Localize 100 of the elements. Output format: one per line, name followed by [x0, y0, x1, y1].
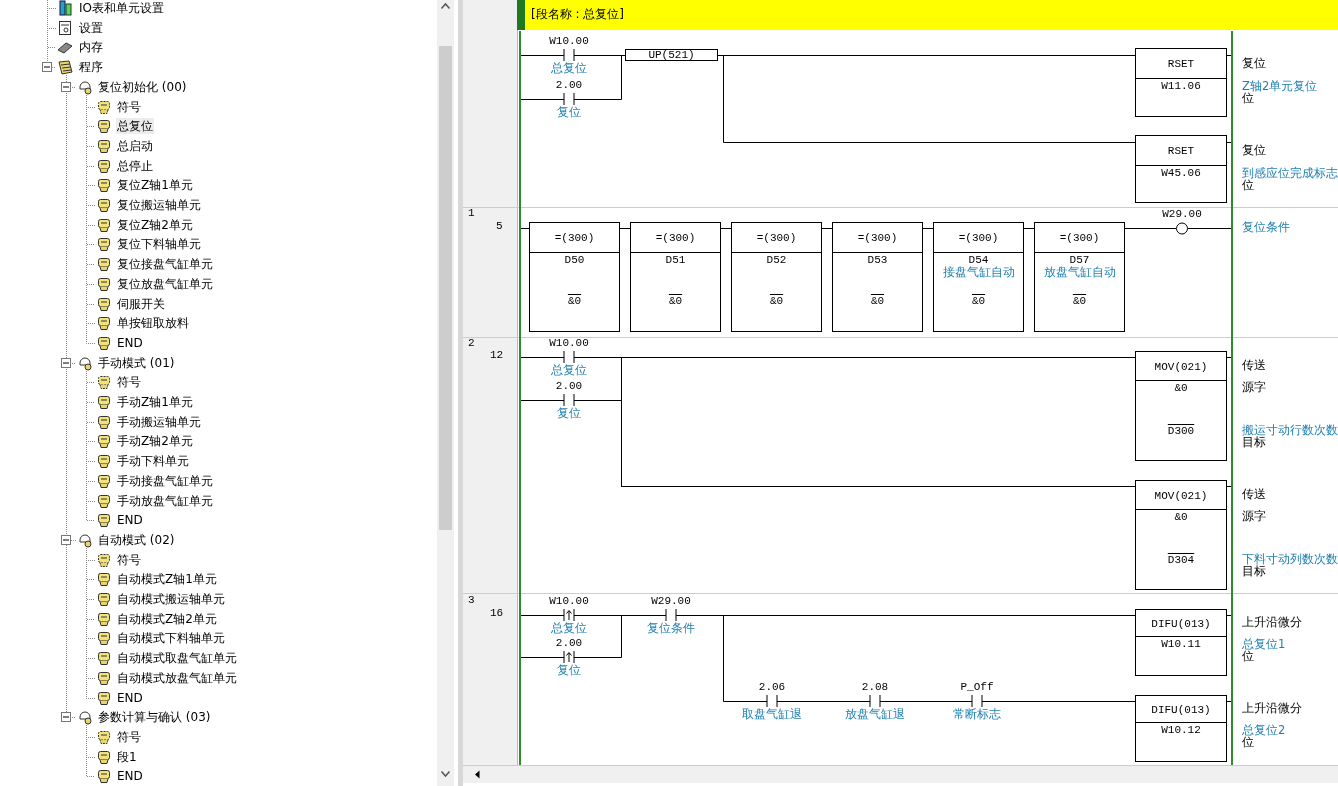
comment-label: 放盘气缸退: [844, 707, 906, 721]
comment-label: 复位: [556, 105, 582, 119]
instruction-name: DIFU(013): [1150, 616, 1212, 631]
tree-item-label: 手动Z轴2单元: [116, 433, 194, 449]
instruction-description: 位: [1242, 92, 1254, 105]
instruction-name: MOV(021): [1153, 488, 1209, 503]
instruction-description: 上升沿微分: [1242, 616, 1302, 629]
comment-label: 取盘气缸退: [741, 707, 803, 721]
instruction-name: DIFU(013): [1150, 702, 1212, 717]
instruction-description: 传送: [1242, 359, 1266, 372]
wire: [1226, 55, 1232, 56]
instruction-box: [1135, 351, 1227, 461]
operand-label: &0: [768, 295, 785, 308]
instruction-description: 位: [1242, 736, 1254, 749]
address-label: W10.00: [548, 337, 590, 349]
tree-item-label: 复位放盘气缸单元: [116, 276, 214, 292]
address-label: 2.00: [554, 79, 584, 91]
operand-label: &0: [1173, 382, 1189, 395]
tree-item-label: 复位接盘气缸单元: [116, 256, 214, 272]
comment-label: 总复位: [550, 363, 588, 377]
comment-label: 放盘气缸自动: [1042, 266, 1117, 279]
instruction-description: 源字: [1242, 381, 1266, 394]
tree-item-label: 手动放盘气缸单元: [116, 493, 214, 509]
tree-item-label: END: [116, 768, 144, 784]
instruction-name: =(300): [957, 231, 1000, 245]
tree-item-label: 自动模式Z轴1单元: [116, 571, 218, 587]
instruction-description: 复位: [1242, 144, 1266, 157]
instruction-box: [832, 222, 923, 332]
wire: [520, 657, 545, 658]
tree-connector: [47, 8, 57, 68]
tree-item-label: 手动模式 (01): [97, 355, 176, 371]
tree-item-label: 段1: [116, 749, 138, 765]
instruction-box: [625, 49, 718, 61]
instruction-box: [529, 222, 620, 332]
wire: [520, 400, 545, 401]
operand-label: &0: [1173, 511, 1189, 524]
wire: [1226, 615, 1232, 616]
wire: [1226, 357, 1232, 358]
operand-label: D53: [866, 254, 889, 267]
operand-label: &0: [566, 295, 583, 308]
comment-label: 复位条件: [1242, 221, 1290, 234]
operand-label: &0: [869, 295, 886, 308]
wire: [1124, 228, 1159, 229]
section-header-band: [517, 0, 1338, 30]
address-label: 2.08: [860, 681, 890, 693]
wire: [619, 228, 631, 229]
comment-label: 复位: [556, 406, 582, 420]
address-label: W29.00: [650, 595, 692, 607]
operand-label: &0: [970, 295, 987, 308]
section-title: [段名称 : 总复位]: [531, 7, 625, 21]
operand-label: W10.12: [1160, 724, 1202, 737]
address-label: W10.00: [548, 595, 590, 607]
rung-number: 2: [468, 337, 475, 350]
comment-label: 总复位2: [1242, 724, 1286, 737]
instruction-description: 目标: [1242, 436, 1266, 449]
address-label: 2.00: [554, 380, 584, 392]
operand-label: W10.11: [1160, 638, 1202, 651]
instruction-name: UP(521): [647, 50, 696, 60]
wire: [922, 228, 934, 229]
comment-label: 总复位1: [1242, 638, 1286, 651]
wire: [520, 99, 545, 100]
tree-item-label: IO表和单元设置: [78, 0, 165, 16]
instruction-name: =(300): [654, 231, 697, 245]
tree-item-label: 复位下料轴单元: [116, 236, 202, 252]
tree-item-label: 复位初始化 (00): [97, 79, 188, 95]
instruction-name: RSET: [1166, 144, 1196, 158]
comment-label: 总复位: [550, 621, 588, 635]
tree-item-label: 总启动: [116, 138, 154, 154]
instruction-box: [1135, 135, 1227, 203]
wire: [821, 228, 833, 229]
tree-item-label: 自动模式下料轴单元: [116, 630, 226, 646]
wire: [520, 55, 545, 56]
operand-label: D52: [765, 254, 788, 267]
tree-item-label: 符号: [116, 374, 142, 390]
tree-item-label: 总停止: [116, 158, 154, 174]
operand-label: D50: [563, 254, 586, 267]
comment-label: 常断标志: [952, 707, 1002, 721]
tree-item-label: 自动模式Z轴2单元: [116, 611, 218, 627]
tree-item-label: 程序: [78, 59, 104, 75]
instruction-description: 传送: [1242, 488, 1266, 501]
wire: [1226, 486, 1232, 487]
address-label: W29.00: [1161, 208, 1203, 220]
instruction-name: RSET: [1166, 57, 1196, 71]
tree-item-label: 复位搬运轴单元: [116, 197, 202, 213]
tree-item-label: 手动搬运轴单元: [116, 414, 202, 430]
tree-connector: [86, 724, 96, 777]
address-label: P_Off: [959, 681, 995, 693]
tree-item-label: 设置: [78, 20, 104, 36]
comment-label: 复位: [556, 663, 582, 677]
instruction-name: =(300): [1058, 231, 1101, 245]
wire: [805, 701, 842, 702]
instruction-description: 复位: [1242, 57, 1266, 70]
tree-item-label: 伺服开关: [116, 296, 166, 312]
tree-item-label: END: [116, 335, 144, 351]
instruction-name: =(300): [553, 231, 596, 245]
step-number: 16: [490, 607, 504, 620]
wire: [520, 615, 545, 616]
step-number: 5: [496, 220, 503, 233]
instruction-name: MOV(021): [1153, 359, 1209, 374]
wire: [1226, 142, 1232, 143]
